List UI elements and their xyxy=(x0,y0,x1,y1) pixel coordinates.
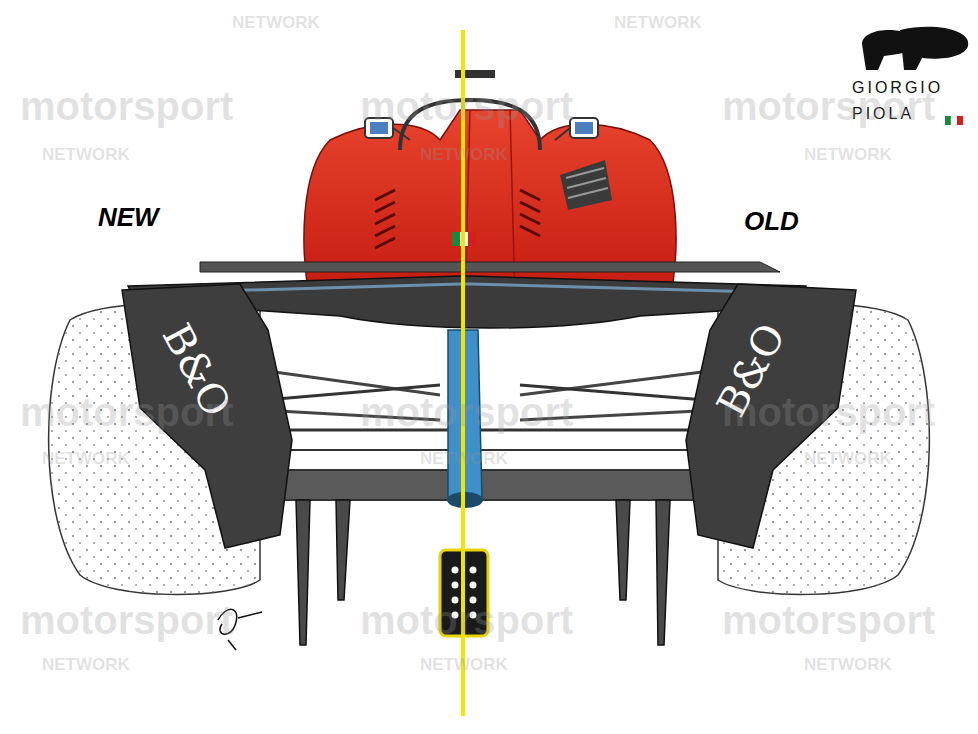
art-rect xyxy=(951,116,957,125)
watermark: NETWORK xyxy=(804,450,892,467)
art-path xyxy=(560,160,612,210)
art-rect xyxy=(570,118,598,138)
watermark: motorsport xyxy=(20,86,233,126)
watermark: NETWORK xyxy=(804,656,892,673)
watermark: motorsport xyxy=(360,86,573,126)
art-path xyxy=(180,284,760,292)
watermark: motorsport xyxy=(360,392,573,432)
art-g xyxy=(566,168,608,198)
art-path xyxy=(336,500,350,600)
art-line xyxy=(375,214,395,224)
watermark: motorsport xyxy=(20,600,233,640)
watermark: NETWORK xyxy=(42,450,130,467)
watermark: NETWORK xyxy=(420,146,508,163)
art-line xyxy=(393,128,410,140)
art-path xyxy=(656,500,670,645)
art-path xyxy=(200,262,780,272)
diffuser xyxy=(240,385,730,500)
watermark: NETWORK xyxy=(420,656,508,673)
art-line xyxy=(566,168,604,178)
art-circle xyxy=(452,582,459,589)
art-line xyxy=(375,190,395,200)
art-path xyxy=(900,27,968,70)
art-path xyxy=(296,500,310,645)
art-line xyxy=(567,178,606,188)
diffuser-strake xyxy=(296,500,670,645)
watermark: NETWORK xyxy=(420,450,508,467)
art-line xyxy=(520,226,540,236)
art-g xyxy=(375,190,540,248)
art-line xyxy=(520,214,540,224)
art-rect xyxy=(957,116,963,125)
watermark: NETWORK xyxy=(614,14,702,31)
art-rect xyxy=(452,232,460,246)
art-circle xyxy=(470,567,477,574)
art-line xyxy=(375,238,395,248)
comparison-label: NEW xyxy=(98,204,159,230)
art-rect xyxy=(468,232,476,246)
art-line xyxy=(568,188,608,198)
watermark: NETWORK xyxy=(42,656,130,673)
watermark: NETWORK xyxy=(232,14,320,31)
watermark: motorsport xyxy=(722,86,935,126)
comparison-label: OLD xyxy=(744,208,799,234)
art-line xyxy=(555,128,570,140)
watermark: motorsport xyxy=(20,392,233,432)
art-path xyxy=(240,470,730,500)
watermark: NETWORK xyxy=(42,146,130,163)
art-line xyxy=(520,202,540,212)
art-line xyxy=(375,202,395,212)
art-path xyxy=(616,500,630,600)
watermark: motorsport xyxy=(722,600,935,640)
art-rect xyxy=(945,116,951,125)
art-circle xyxy=(470,582,477,589)
watermark: motorsport xyxy=(360,600,573,640)
art-circle xyxy=(452,567,459,574)
art-line xyxy=(375,226,395,236)
art-rect xyxy=(575,122,593,134)
watermark: NETWORK xyxy=(804,146,892,163)
art-line xyxy=(520,190,540,200)
watermark: motorsport xyxy=(722,392,935,432)
